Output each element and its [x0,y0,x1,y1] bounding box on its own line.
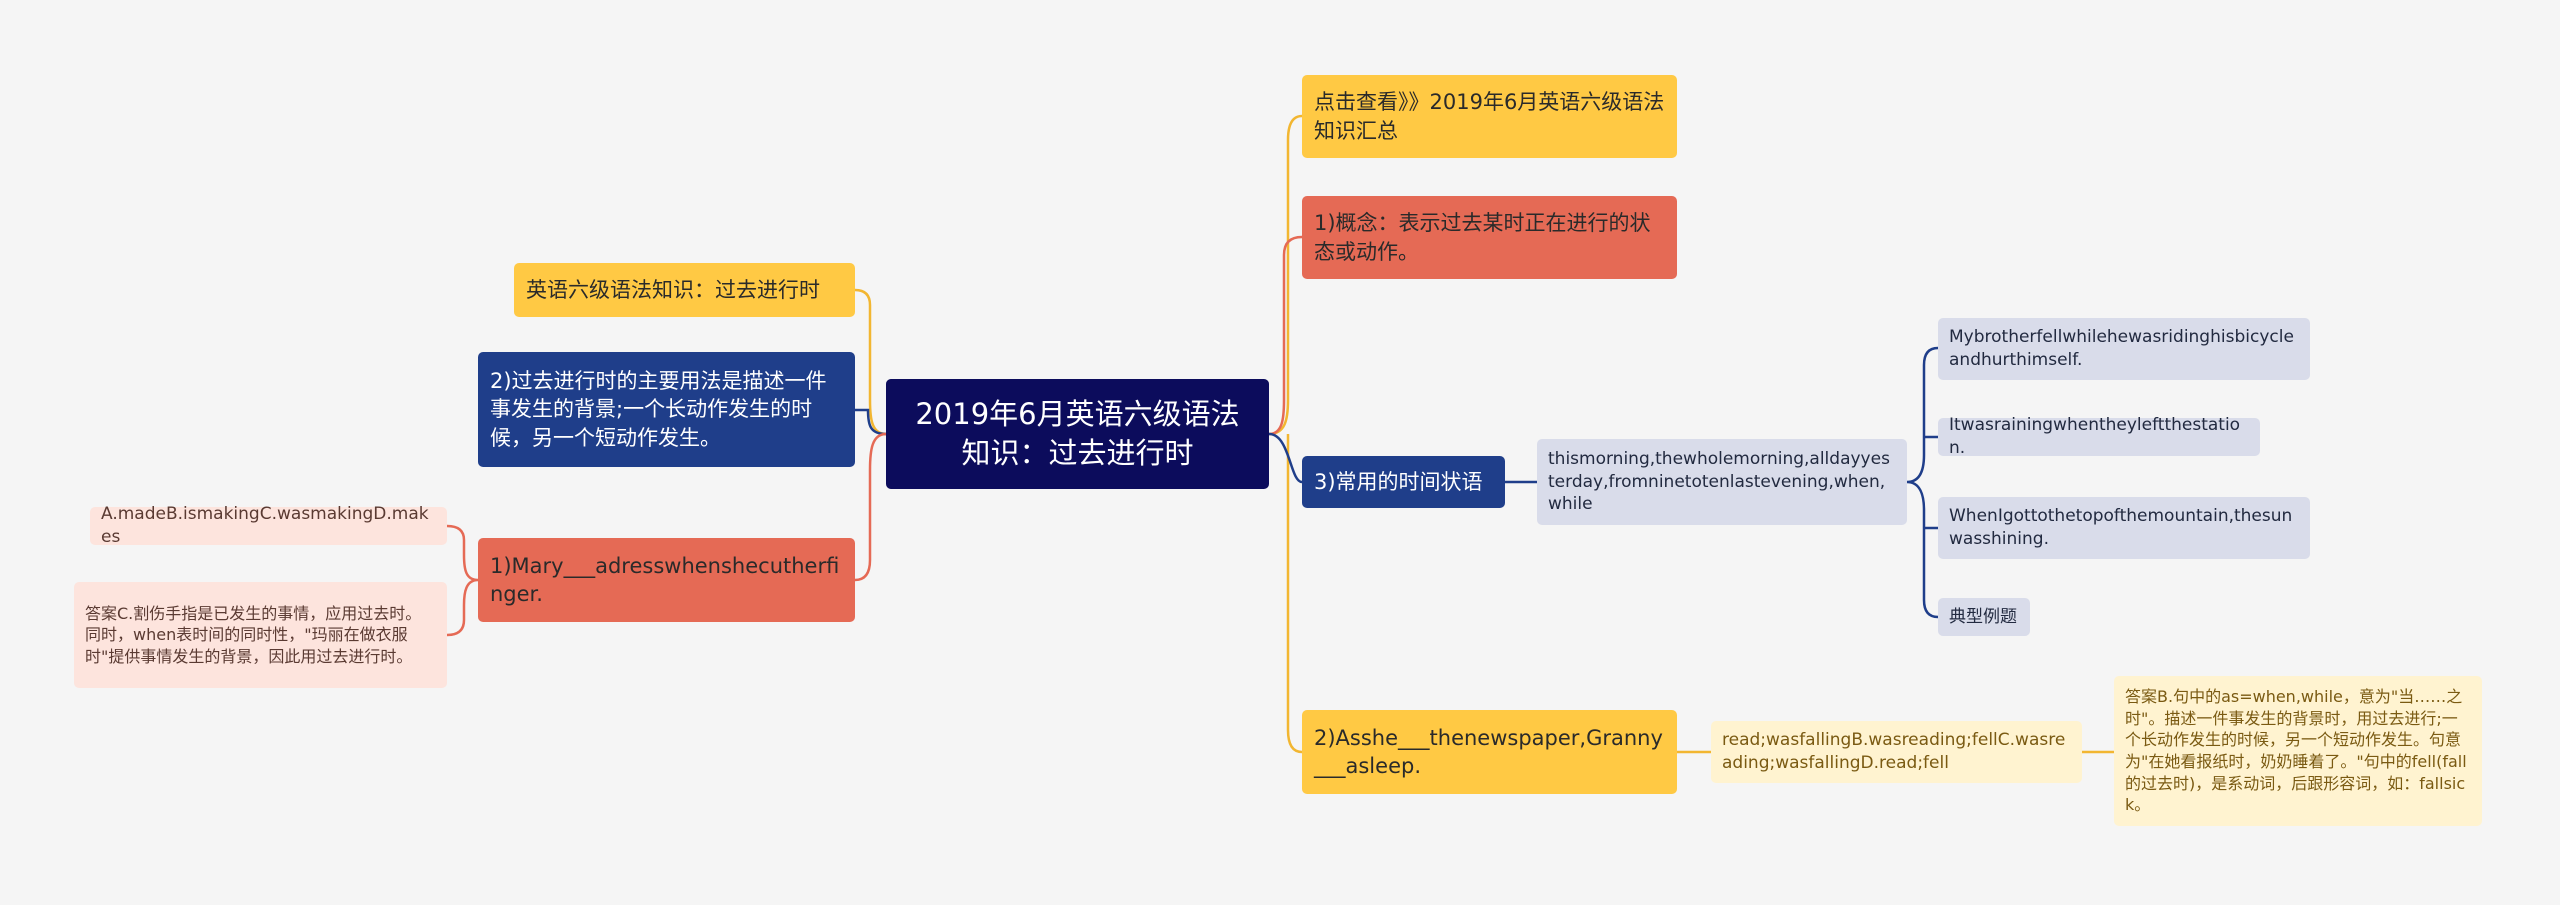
connector-central-left-yellow [854,288,887,436]
concept-label: 1)概念：表示过去某时正在进行的状态或动作。 [1314,211,1651,264]
adverbials-list[interactable]: thismorning,thewholemorning,alldayyester… [1537,439,1907,525]
example-3-label: WhenIgottothetopofthemountain,thesunwass… [1949,506,2293,549]
concept-node[interactable]: 1)概念：表示过去某时正在进行的状态或动作。 [1302,196,1677,279]
connector-central-right-red [1268,235,1303,436]
link-label: 点击查看》》2019年6月英语六级语法知识汇总 [1314,90,1665,143]
left-title-node[interactable]: 英语六级语法知识：过去进行时 [514,263,855,317]
connector-central-right-yellow [1268,114,1303,436]
time-adverbial-node[interactable]: 3)常用的时间状语 [1302,456,1505,508]
example-3[interactable]: WhenIgottothetopofthemountain,thesunwass… [1938,497,2310,559]
connector-central-right-navy [1268,432,1303,484]
central-topic[interactable]: 2019年6月英语六级语法知识：过去进行时 [886,379,1269,489]
connector-central-right-yellow-2 [1286,434,1303,754]
question-1-node[interactable]: 1)Mary___adresswhenshecutherfinger. [478,538,855,622]
example-1-label: Mybrotherfellwhilehewasridinghisbicyclea… [1949,327,2294,370]
question-2-answer-label: 答案B.句中的as=when,while，意为"当……之时"。描述一件事发生的背… [2125,687,2467,815]
usage-label: 2)过去进行时的主要用法是描述一件事发生的背景;一个长动作发生的时候，另一个短动… [490,368,827,450]
question-2-answer[interactable]: 答案B.句中的as=when,while，意为"当……之时"。描述一件事发生的背… [2114,676,2482,826]
time-adverbial-label: 3)常用的时间状语 [1314,469,1483,494]
example-2[interactable]: Itwasrainingwhentheyleftthestation. [1938,415,2260,458]
question-1-options[interactable]: A.madeB.ismakingC.wasmakingD.makes [90,504,447,547]
question-1-options-label: A.madeB.ismakingC.wasmakingD.makes [101,504,429,547]
link-node[interactable]: 点击查看》》2019年6月英语六级语法知识汇总 [1302,75,1677,158]
question-2-options-label: read;wasfallingB.wasreading;fellC.wasrea… [1722,730,2066,773]
question-1-label: 1)Mary___adresswhenshecutherfinger. [490,553,840,606]
question-1-answer-label: 答案C.割伤手指是已发生的事情，应用过去时。同时，when表时间的同时性，"玛丽… [85,603,422,666]
example-2-label: Itwasrainingwhentheyleftthestation. [1949,415,2241,458]
connector-central-left-navy [855,408,887,436]
usage-node[interactable]: 2)过去进行时的主要用法是描述一件事发生的背景;一个长动作发生的时候，另一个短动… [478,352,855,467]
central-topic-label: 2019年6月英语六级语法知识：过去进行时 [915,396,1240,470]
question-1-answer[interactable]: 答案C.割伤手指是已发生的事情，应用过去时。同时，when表时间的同时性，"玛丽… [74,582,447,688]
connector-q1-leaves [446,524,479,637]
question-2-options[interactable]: read;wasfallingB.wasreading;fellC.wasrea… [1711,721,2082,783]
example-typical-label: 典型例题 [1949,606,2017,627]
example-typical[interactable]: 典型例题 [1938,598,2030,636]
left-title-label: 英语六级语法知识：过去进行时 [526,277,820,302]
connector-adverbials-examples [1906,346,1939,619]
connector-central-left-red [854,432,887,582]
question-2-label: 2)Asshe___thenewspaper,Granny___asleep. [1314,725,1663,778]
example-1[interactable]: Mybrotherfellwhilehewasridinghisbicyclea… [1938,318,2310,380]
question-2-node[interactable]: 2)Asshe___thenewspaper,Granny___asleep. [1302,710,1677,794]
adverbials-list-label: thismorning,thewholemorning,alldayyester… [1548,448,1890,515]
